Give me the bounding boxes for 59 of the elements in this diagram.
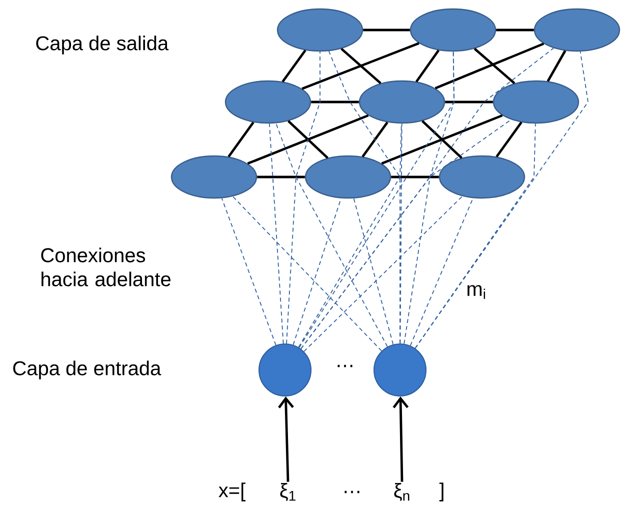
- connection-line: [300, 119, 512, 350]
- output-neuron: [410, 8, 496, 52]
- lattice-line: [546, 50, 566, 82]
- lattice-line: [340, 48, 382, 84]
- output-neuron: [276, 8, 364, 52]
- side-label: Capa de salida: [36, 36, 169, 54]
- math-label: …: [338, 364, 352, 368]
- lattice-line: [257, 176, 305, 178]
- lattice-line: [311, 100, 359, 104]
- input-neuron: [258, 344, 312, 396]
- connection-line: [275, 122, 388, 348]
- output-neuron: [170, 155, 258, 199]
- output-neuron: [358, 80, 446, 124]
- lattice-line: [445, 100, 493, 104]
- arrow: [278, 396, 294, 482]
- connection-line: [232, 196, 382, 352]
- output-neuron: [492, 80, 580, 124]
- math-label: x=[: [218, 482, 246, 502]
- lattice-line: [247, 114, 369, 165]
- lattice-line: [302, 42, 420, 90]
- lattice-line: [496, 28, 534, 32]
- connection-line: [410, 198, 474, 346]
- output-neuron: [304, 155, 392, 199]
- input-symbol: ξ$_{1}$: [280, 483, 296, 501]
- math-label: ]: [439, 482, 444, 502]
- side-label: Conexiones hacia adelante: [41, 248, 170, 286]
- connection-line: [303, 196, 463, 352]
- input-neuron: [374, 344, 426, 396]
- lattice-line: [474, 48, 516, 84]
- lattice-line: [362, 122, 388, 158]
- lattice-line: [381, 114, 503, 165]
- arrow: [392, 396, 409, 482]
- connection-line: [286, 51, 320, 344]
- connection-line: [353, 198, 394, 345]
- connection-line: [292, 198, 342, 346]
- output-neuron: [438, 155, 526, 199]
- lattice-line: [228, 122, 254, 158]
- lattice-line: [415, 50, 440, 82]
- connection-line: [400, 123, 402, 344]
- connection-line: [404, 51, 454, 344]
- math-label: …: [344, 490, 360, 494]
- connection-line: [268, 123, 284, 344]
- connection-line: [221, 198, 276, 346]
- lattice-line: [496, 122, 522, 158]
- lattice-line: [391, 176, 439, 178]
- connection-line: [328, 50, 400, 344]
- lattice-line: [282, 50, 306, 82]
- output-neuron: [224, 80, 312, 124]
- side-label: m$_{i}$: [468, 285, 486, 299]
- lattice-line: [363, 28, 410, 32]
- connection-line: [298, 123, 402, 348]
- lattice-line: [422, 120, 463, 159]
- side-label: Capa de entrada: [13, 360, 162, 380]
- lattice-line: [434, 42, 544, 90]
- connection-line: [414, 51, 588, 349]
- lattice-line: [288, 120, 329, 159]
- input-symbol: ξ$_{n}$: [394, 483, 410, 501]
- output-neuron: [534, 8, 620, 52]
- connection-line: [414, 123, 536, 349]
